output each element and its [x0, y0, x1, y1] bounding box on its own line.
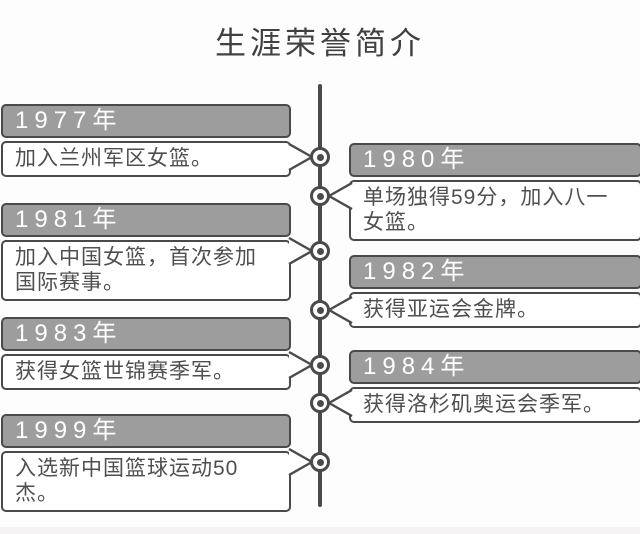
bottom-edge-band [0, 527, 640, 534]
timeline-node-icon [310, 147, 330, 167]
timeline-node-dot [316, 153, 324, 161]
timeline-node-icon [310, 186, 330, 206]
timeline-entry-1981: 1981年 加入中国女篮，首次参加国际赛事。 [1, 203, 291, 301]
entry-year: 1977年 [1, 104, 291, 138]
connector-arrow-icon [327, 182, 353, 210]
timeline-entry-1999: 1999年 入选新中国篮球运动50杰。 [1, 414, 291, 512]
timeline-node-icon [310, 452, 330, 472]
timeline-node-dot [316, 192, 324, 200]
timeline-node-icon [310, 300, 330, 320]
entry-description: 获得洛杉矶奥运会季军。 [349, 387, 640, 423]
timeline-node-icon [310, 241, 330, 261]
page-title: 生涯荣誉简介 [215, 26, 425, 61]
timeline-node-dot [316, 399, 324, 407]
entry-description: 加入中国女篮，首次参加国际赛事。 [1, 240, 291, 301]
timeline-node-dot [316, 306, 324, 314]
entry-year: 1980年 [349, 143, 640, 177]
entry-description: 获得女篮世锦赛季军。 [1, 354, 291, 390]
timeline-node-dot [316, 458, 324, 466]
timeline-entry-1982: 1982年 获得亚运会金牌。 [349, 255, 640, 328]
timeline-node-dot [316, 361, 324, 369]
timeline-entry-1977: 1977年 加入兰州军区女篮。 [1, 104, 291, 177]
entry-year: 1982年 [349, 255, 640, 289]
entry-description: 获得亚运会金牌。 [349, 292, 640, 328]
timeline-node-icon [310, 355, 330, 375]
timeline-axis [318, 84, 322, 507]
connector-arrow-icon [327, 296, 353, 324]
entry-year: 1981年 [1, 203, 291, 237]
entry-description: 单场独得59分，加入八一女篮。 [349, 180, 640, 241]
entry-description: 加入兰州军区女篮。 [1, 141, 291, 177]
timeline-node-dot [316, 247, 324, 255]
entry-year: 1999年 [1, 414, 291, 448]
entry-description: 入选新中国篮球运动50杰。 [1, 451, 291, 512]
timeline-node-icon [310, 393, 330, 413]
entry-year: 1983年 [1, 317, 291, 351]
entry-year: 1984年 [349, 350, 640, 384]
connector-arrow-icon [327, 389, 353, 417]
timeline-entry-1983: 1983年 获得女篮世锦赛季军。 [1, 317, 291, 390]
timeline-entry-1980: 1980年 单场独得59分，加入八一女篮。 [349, 143, 640, 241]
timeline-entry-1984: 1984年 获得洛杉矶奥运会季军。 [349, 350, 640, 423]
